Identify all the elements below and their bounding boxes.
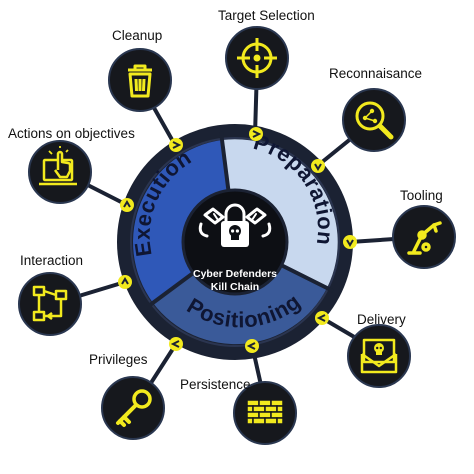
trash-can-icon [128, 64, 152, 98]
step-node-cleanup[interactable] [108, 48, 172, 112]
flow-arrows [118, 127, 357, 353]
label-reconnaisance: Reconnaisance [329, 66, 423, 81]
step-node-reconnaisance[interactable] [342, 88, 406, 152]
step-node-target-selection[interactable] [225, 26, 289, 90]
label-cleanup: Cleanup [112, 28, 163, 43]
step-node-delivery[interactable] [347, 324, 411, 388]
step-node-persistence[interactable] [233, 381, 297, 445]
robot-arm-icon [407, 221, 442, 255]
flow-arrow [311, 159, 325, 173]
step-node-actions-on-objectives[interactable] [28, 140, 92, 204]
brick-wall-icon [246, 399, 284, 425]
key-icon [116, 389, 152, 427]
step-node-privileges[interactable] [101, 376, 165, 440]
step-node-interaction[interactable] [18, 272, 82, 336]
phase-segment-execution[interactable] [133, 140, 235, 303]
flow-arrow [169, 138, 183, 152]
laptop-click-icon [39, 146, 77, 186]
label-interaction: Interaction [20, 253, 84, 268]
step-node-tooling[interactable] [392, 205, 456, 269]
label-tooling: Tooling [400, 188, 443, 203]
flow-arrow [169, 337, 183, 351]
crosshair-icon [237, 38, 277, 78]
label-actions-on-objectives: Actions on objectives [8, 126, 135, 141]
flow-arrow [343, 235, 357, 249]
network-interaction-icon [32, 285, 68, 322]
label-delivery: Delivery [357, 312, 406, 327]
flow-arrow [249, 127, 263, 141]
label-target-selection: Target Selection [218, 8, 315, 23]
flow-arrow [120, 198, 134, 212]
center-title-line1: Cyber Defenders [193, 268, 277, 280]
lock-skull-icon [229, 225, 241, 240]
center-title-line2: Kill Chain [211, 281, 259, 293]
flow-arrow [118, 275, 132, 289]
label-persistence: Persistence [180, 377, 251, 392]
flow-arrow [245, 339, 259, 353]
magnifier-network-icon [355, 101, 394, 140]
envelope-skull-icon [360, 338, 398, 374]
label-privileges: Privileges [89, 352, 148, 367]
flow-arrow [315, 311, 329, 325]
